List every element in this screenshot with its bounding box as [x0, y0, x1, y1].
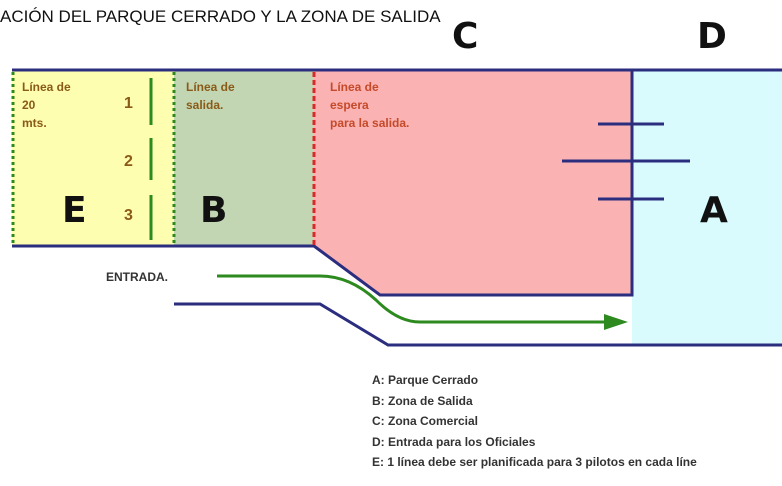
wait-line-label-2: espera	[330, 98, 369, 112]
zone-a-letter: A	[700, 190, 728, 231]
zone-c-area	[314, 70, 632, 295]
legend-item-a: A: Parque Cerrado	[372, 373, 479, 387]
zone-e-area	[12, 70, 174, 246]
zone-b-area	[174, 70, 314, 246]
grid-number-2: 2	[124, 153, 133, 170]
zone-b-letter: B	[200, 190, 227, 231]
legend: A: Parque Cerrado B: Zona de Salida C: Z…	[372, 370, 697, 473]
zone-c-letter: C	[452, 16, 479, 57]
upper-lane-line	[12, 70, 634, 297]
line-20m-label-3: mts.	[22, 116, 47, 130]
grid-number-3: 3	[124, 207, 133, 224]
wait-line-label-1: Línea de	[330, 80, 379, 94]
legend-item-c: C: Zona Comercial	[372, 414, 479, 428]
zone-a-area	[632, 70, 782, 345]
line-20m-label-2: 20	[22, 98, 36, 112]
line-20m-label-1: Línea de	[22, 80, 71, 94]
legend-item-e: E: 1 línea debe ser planificada para 3 p…	[372, 455, 697, 469]
zone-d-letter: D	[697, 16, 727, 57]
exit-line-label-2: salida.	[186, 98, 223, 112]
entrance-label: ENTRADA.	[106, 270, 168, 284]
entrance-arrow-head	[604, 314, 628, 330]
zone-e-letter: E	[62, 190, 87, 231]
entrance-arrow-path	[217, 274, 606, 324]
wait-line-label-3: para la salida.	[330, 116, 409, 130]
page-title: ACIÓN DEL PARQUE CERRADO Y LA ZONA DE SA…	[0, 7, 441, 26]
legend-item-d: D: Entrada para los Oficiales	[372, 434, 536, 449]
legend-item-b: B: Zona de Salida	[372, 393, 473, 408]
lower-lane-line	[174, 302, 782, 347]
grid-number-1: 1	[124, 95, 133, 112]
exit-line-label-1: Línea de	[186, 80, 235, 94]
